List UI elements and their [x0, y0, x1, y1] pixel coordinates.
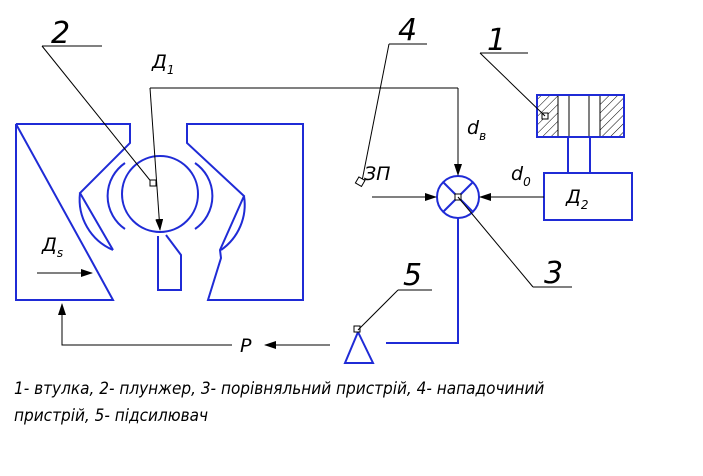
- signal-lines: [37, 87, 544, 349]
- sensor-d2-box: [543, 172, 633, 221]
- label-p: Р: [240, 335, 252, 357]
- measuring-head: [15, 123, 304, 301]
- caption-line-2: пристрій, 5- підсилювач: [14, 406, 209, 426]
- figure-caption: 1- втулка, 2- плунжер, 3- порівняльний п…: [14, 376, 617, 430]
- label-d2: Д2: [565, 186, 588, 212]
- label-d1: Д1: [151, 51, 174, 77]
- label-1: 1: [487, 23, 506, 58]
- plunger-ball: [121, 155, 199, 233]
- label-zp: ЗП: [364, 163, 390, 185]
- sleeve: [536, 94, 625, 138]
- label-dv: dв: [467, 117, 486, 143]
- caption-line-1: 1- втулка, 2- плунжер, 3- порівняльний п…: [14, 379, 545, 399]
- label-d0: d0: [511, 163, 531, 189]
- label-3: 3: [544, 256, 563, 291]
- leader-lines: [41, 43, 572, 331]
- amplifier: [343, 325, 375, 364]
- label-2: 2: [51, 16, 70, 51]
- label-ds: Дs: [41, 234, 63, 260]
- label-4: 4: [398, 13, 417, 48]
- label-5: 5: [403, 258, 422, 293]
- plunger-stem: [157, 234, 182, 291]
